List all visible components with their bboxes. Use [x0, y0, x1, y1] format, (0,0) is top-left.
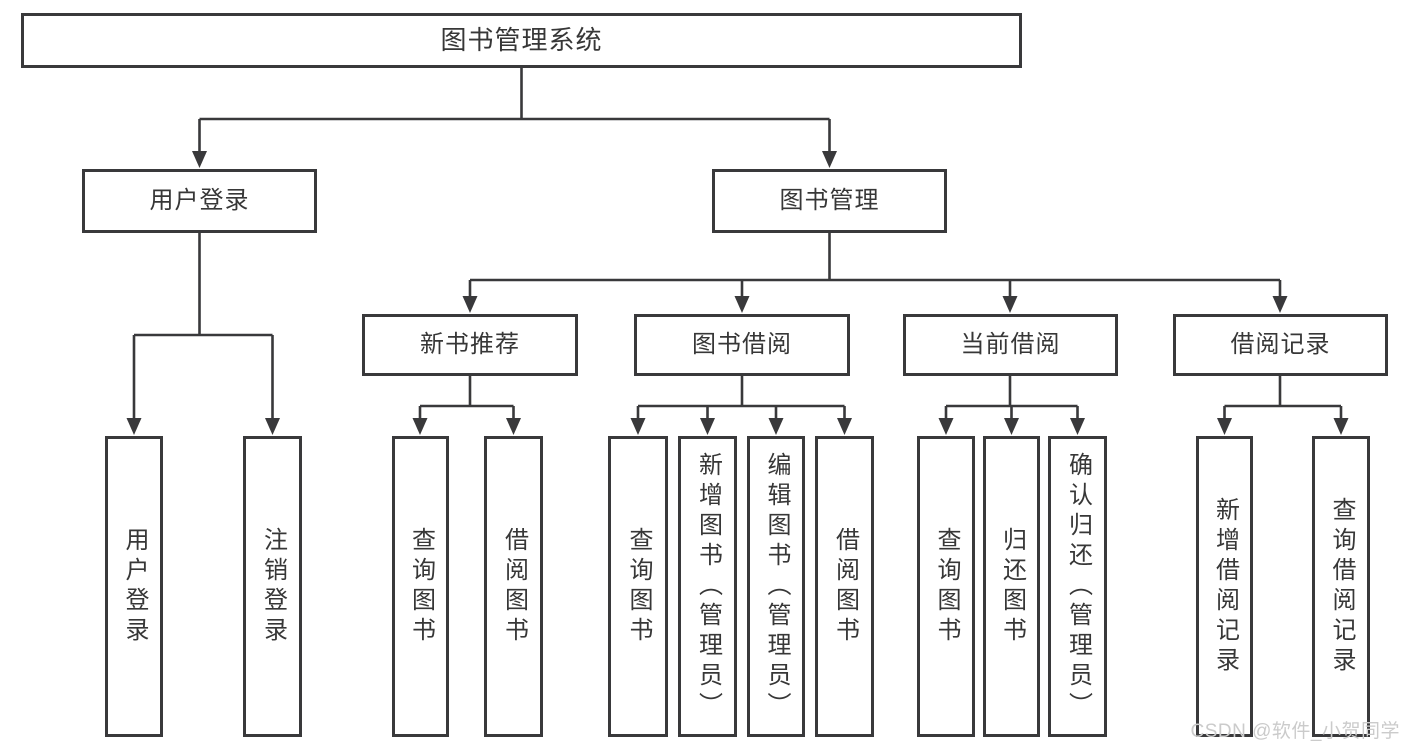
arrow-icon	[822, 151, 837, 168]
connector-newbook-to-leaves	[418, 376, 515, 420]
arrow-icon	[1217, 418, 1232, 435]
arrow-icon	[412, 418, 428, 435]
arrow-icon	[837, 418, 852, 435]
leaf-add-book-admin: 新增图书（管理员）	[678, 436, 737, 737]
node-borrow-record: 借阅记录	[1173, 314, 1388, 376]
node-book-management: 图书管理	[712, 169, 947, 233]
leaf-user-login: 用户登录	[105, 436, 163, 737]
connector-borrowrecord-to-leaves	[1223, 376, 1343, 420]
leaf-query-book-borrow: 查询图书	[608, 436, 668, 737]
node-current-borrow: 当前借阅	[903, 314, 1118, 376]
leaf-add-borrow-record: 新增借阅记录	[1196, 436, 1253, 737]
node-user-login: 用户登录	[82, 169, 317, 233]
node-root-system: 图书管理系统	[21, 13, 1022, 68]
arrow-icon	[1002, 296, 1018, 313]
arrow-icon	[768, 418, 784, 435]
node-book-borrow: 图书借阅	[634, 314, 850, 376]
arrow-icon	[1004, 418, 1019, 435]
arrow-icon	[1070, 418, 1085, 435]
arrow-icon	[700, 418, 715, 435]
leaf-logout: 注销登录	[243, 436, 302, 737]
arrowheads	[126, 151, 1349, 435]
connector-root-to-level2	[198, 68, 831, 152]
connector-bookmgmt-to-level3	[468, 233, 1282, 298]
connector-bookborrow-to-leaves	[636, 376, 846, 420]
leaf-query-book-newbook: 查询图书	[392, 436, 449, 737]
csdn-watermark: CSDN @软件_小贺同学	[1190, 721, 1400, 742]
arrow-icon	[462, 296, 478, 313]
leaf-confirm-return-admin: 确认归还（管理员）	[1048, 436, 1107, 737]
arrow-icon	[265, 418, 280, 435]
connector-userlogin-to-leaves	[132, 233, 274, 419]
leaf-query-borrow-record: 查询借阅记录	[1312, 436, 1370, 737]
arrow-icon	[506, 418, 521, 435]
arrow-icon	[1333, 418, 1349, 435]
arrow-icon	[192, 151, 207, 168]
arrow-icon	[126, 418, 142, 435]
arrow-icon	[630, 418, 646, 435]
leaf-borrow-book: 借阅图书	[815, 436, 874, 737]
node-new-book-recommend: 新书推荐	[362, 314, 578, 376]
leaf-borrow-book-newbook: 借阅图书	[484, 436, 543, 737]
connector-currentborrow-to-leaves	[944, 376, 1079, 420]
leaf-query-book-current: 查询图书	[917, 436, 975, 737]
leaf-edit-book-admin: 编辑图书（管理员）	[747, 436, 805, 737]
arrow-icon	[1272, 296, 1288, 313]
leaf-return-book: 归还图书	[983, 436, 1040, 737]
arrow-icon	[938, 418, 954, 435]
arrow-icon	[734, 296, 750, 313]
